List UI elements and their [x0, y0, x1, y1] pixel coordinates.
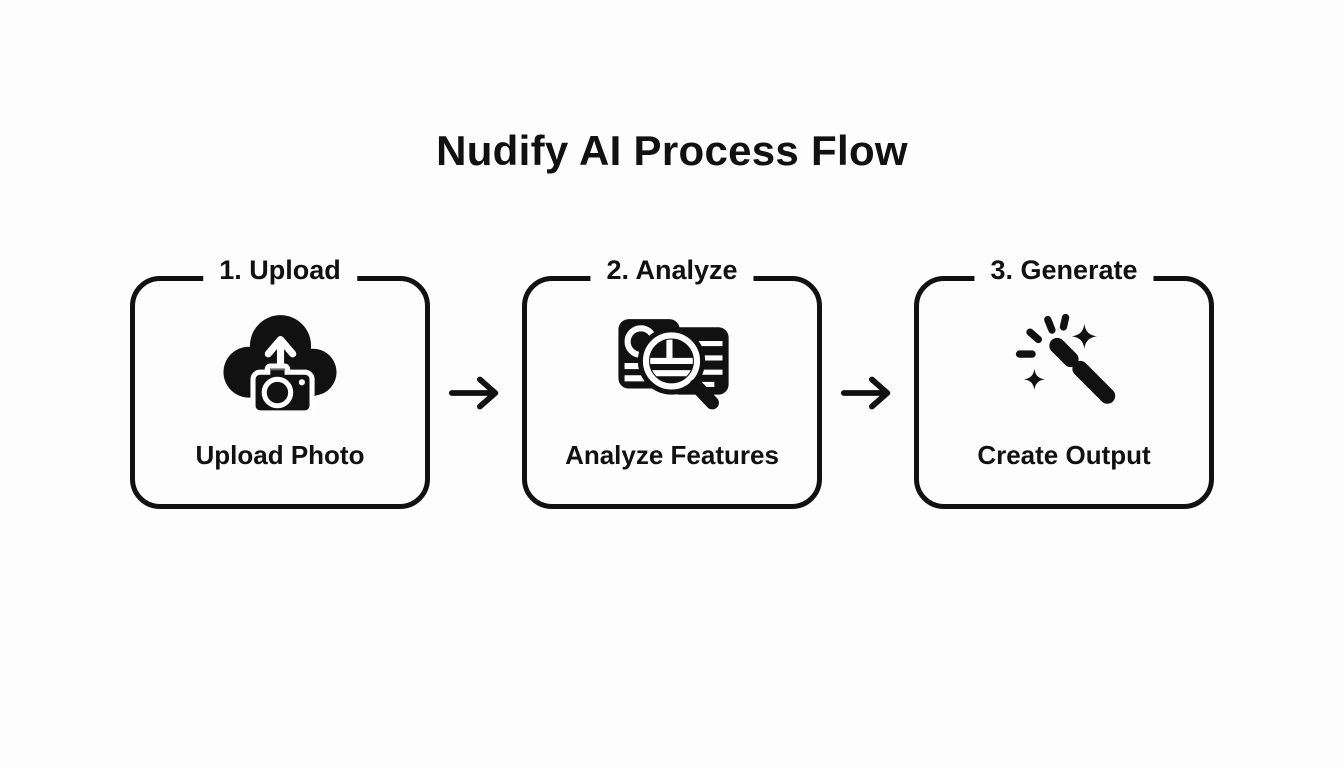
step-label: 2. Analyze	[590, 254, 754, 286]
step-label: 1. Upload	[203, 254, 357, 286]
flow-connector	[430, 371, 522, 415]
magic-wand-icon	[1007, 307, 1122, 419]
step-caption: Analyze Features	[565, 440, 779, 470]
arrow-right-icon	[840, 376, 891, 409]
page-title: Nudify AI Process Flow	[436, 127, 908, 174]
process-flow: 1. Upload Upload Photo	[0, 254, 1344, 509]
step-box-upload: 1. Upload Upload Photo	[130, 254, 430, 509]
step-caption: Upload Photo	[195, 440, 365, 470]
flow-connector	[822, 371, 914, 415]
step-caption: Create Output	[977, 440, 1151, 470]
arrow-right-icon	[448, 376, 499, 409]
step-box-analyze: 2. Analyze	[522, 254, 822, 509]
step-box-generate: 3. Generate Create Output	[914, 254, 1214, 509]
cloud-upload-camera-icon	[214, 307, 347, 419]
step-label: 3. Generate	[974, 254, 1154, 286]
magnifier-documents-icon	[610, 307, 735, 419]
